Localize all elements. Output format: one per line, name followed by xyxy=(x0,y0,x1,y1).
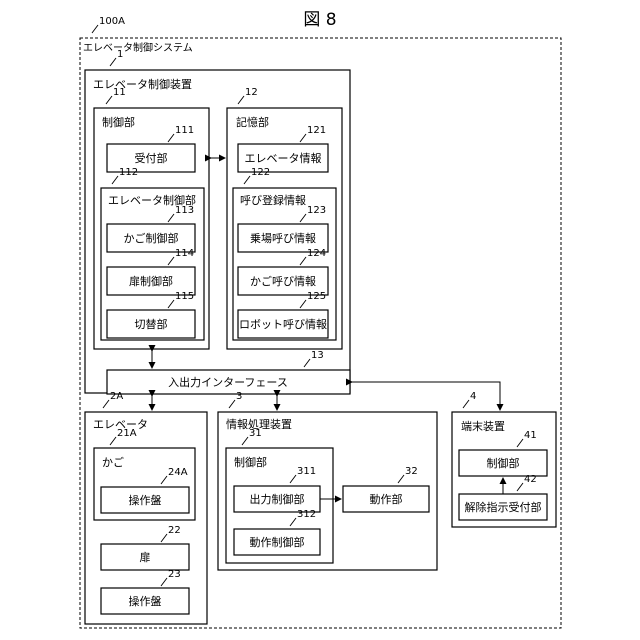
door-label: 扉 xyxy=(140,551,151,564)
release-receiver-ref: 42 xyxy=(524,474,537,485)
elevator-control-ref: 112 xyxy=(119,167,138,178)
hall-call-ref: 123 xyxy=(307,205,326,216)
operation-control-ref: 312 xyxy=(297,509,316,520)
call-registration-ref: 122 xyxy=(251,167,270,178)
hall-call-label: 乗場呼び情報 xyxy=(250,232,316,245)
robot-call-label: ロボット呼び情報 xyxy=(239,318,327,331)
elevator-ref-leader xyxy=(103,400,109,408)
operation-control-label: 動作制御部 xyxy=(250,535,305,549)
release-receiver-label: 解除指示受付部 xyxy=(465,500,542,514)
system-label: エレベータ制御システム xyxy=(83,41,193,54)
info-processor-ref-leader xyxy=(229,400,235,408)
door-ref: 22 xyxy=(168,525,181,536)
control-unit-label: 制御部 xyxy=(102,115,135,129)
car-call-label: かご呼び情報 xyxy=(250,274,316,288)
elevator-info-label: エレベータ情報 xyxy=(245,152,322,165)
car-ref: 21A xyxy=(117,428,137,439)
car-label: かご xyxy=(102,455,124,469)
switching-label: 切替部 xyxy=(135,317,168,331)
storage-ref: 12 xyxy=(245,87,258,98)
operation-unit-label: 動作部 xyxy=(370,492,403,506)
elevator-ref: 2A xyxy=(110,391,123,402)
storage-label: 記憶部 xyxy=(236,115,269,129)
car-panel-ref: 24A xyxy=(168,467,188,478)
elevator-info-ref: 121 xyxy=(307,125,326,136)
door-control-ref: 114 xyxy=(175,248,194,259)
io-interface-label: 入出力インターフェース xyxy=(168,375,288,389)
terminal-ref: 4 xyxy=(470,391,476,402)
terminal-ref-leader xyxy=(463,400,469,408)
terminal-label: 端末装置 xyxy=(461,419,505,433)
car-control-label: かご制御部 xyxy=(124,231,179,245)
reception-label: 受付部 xyxy=(135,151,168,165)
reception-ref: 111 xyxy=(175,125,194,136)
terminal-control-ref: 41 xyxy=(524,430,537,441)
operation-unit-ref: 32 xyxy=(405,466,418,477)
elevator-panel-ref: 23 xyxy=(168,569,181,580)
control-unit-ref: 11 xyxy=(113,87,126,98)
car-call-ref: 124 xyxy=(307,248,326,259)
info-control-label: 制御部 xyxy=(234,455,267,469)
controller-label: エレベータ制御装置 xyxy=(93,77,192,91)
elevator-panel-label: 操作盤 xyxy=(129,594,162,608)
system-ref: 100A xyxy=(99,16,125,27)
system-ref-leader xyxy=(92,25,98,33)
controller-ref-leader xyxy=(110,58,116,66)
output-control-ref: 311 xyxy=(297,466,316,477)
car-panel-label: 操作盤 xyxy=(129,493,162,507)
controller-ref: 1 xyxy=(117,49,123,60)
call-registration-label: 呼び登録情報 xyxy=(240,193,306,207)
robot-call-ref: 125 xyxy=(307,291,326,302)
output-control-label: 出力制御部 xyxy=(250,492,305,506)
terminal-control-label: 制御部 xyxy=(487,456,520,470)
io-interface-ref: 13 xyxy=(311,350,324,361)
info-processor-ref: 3 xyxy=(236,391,242,402)
figure-title: 図 8 xyxy=(303,10,336,30)
door-control-label: 扉制御部 xyxy=(129,274,173,288)
switching-ref: 115 xyxy=(175,291,194,302)
info-control-ref: 31 xyxy=(249,428,262,439)
car-control-ref: 113 xyxy=(175,205,194,216)
io-terminal-connector xyxy=(352,382,500,410)
